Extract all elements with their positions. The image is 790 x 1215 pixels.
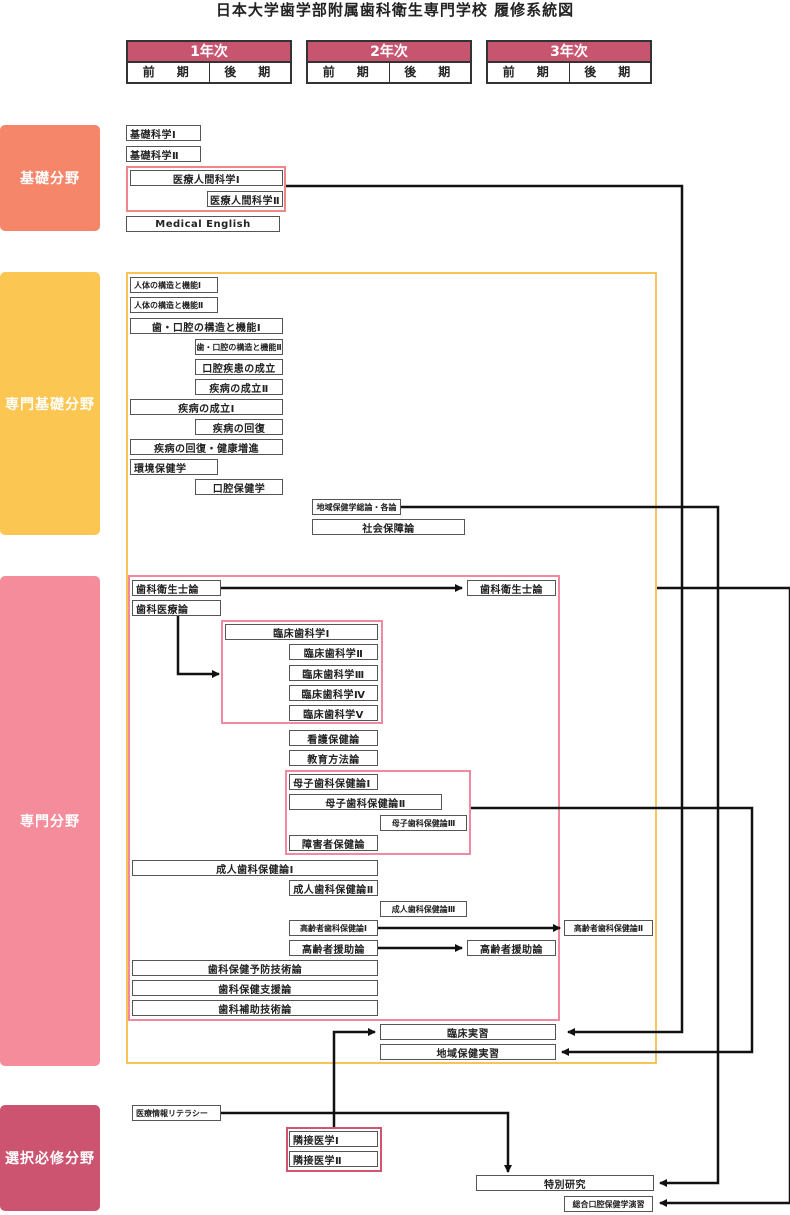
course-rinshou5: 臨床歯科学Ⅴ: [289, 705, 378, 721]
course-boshi3: 母子歯科保健論Ⅲ: [380, 815, 467, 831]
course-iryou2: 医療人間科学Ⅱ: [207, 191, 283, 207]
term-first: 前 期: [142, 65, 194, 79]
course-chiiki: 地域保健学総論・各論: [312, 499, 401, 515]
course-kaifuku: 疾病の回復: [195, 419, 283, 435]
course-kiso2: 基礎科学Ⅱ: [126, 146, 201, 162]
course-boshi2: 母子歯科保健論Ⅱ: [289, 794, 442, 810]
course-jintai2: 人体の構造と機能Ⅱ: [130, 297, 218, 313]
course-engo-2: 高齢者援助論: [467, 940, 556, 956]
category-basic: 基礎分野: [0, 125, 100, 231]
course-tokubetsu: 特別研究: [476, 1175, 654, 1191]
year-header-3: 3年次 前 期 後 期: [486, 40, 652, 84]
year-label: 1年次: [128, 42, 290, 63]
course-kourei1: 高齢者歯科保健論Ⅰ: [289, 920, 378, 936]
course-rinshoujisshuu: 臨床実習: [380, 1024, 556, 1040]
term-second: 後 期: [568, 63, 651, 82]
course-english: Medical English: [126, 216, 280, 232]
category-foundation: 専門基礎分野: [0, 272, 100, 535]
category-elective: 選択必修分野: [0, 1105, 100, 1211]
category-major: 専門分野: [0, 576, 100, 1066]
course-seijin3: 成人歯科保健論Ⅲ: [380, 901, 467, 917]
year-label: 3年次: [488, 42, 650, 63]
term-first: 前 期: [322, 65, 374, 79]
course-kyouiku: 教育方法論: [289, 750, 378, 766]
course-boshi1: 母子歯科保健論Ⅰ: [289, 774, 378, 790]
course-sougou: 総合口腔保健学演習: [564, 1196, 653, 1212]
course-engo-1: 高齢者援助論: [289, 940, 378, 956]
course-rinshou2: 臨床歯科学Ⅱ: [289, 644, 378, 660]
page-title: 日本大学歯学部附属歯科衛生専門学校 履修系統図: [215, 1, 575, 19]
course-ringo2: 隣接医学Ⅱ: [289, 1151, 378, 1167]
course-shippei2: 疾病の成立Ⅱ: [195, 379, 283, 395]
course-iryouron: 歯科医療論: [132, 600, 221, 616]
year-label: 2年次: [308, 42, 470, 63]
term-second: 後 期: [388, 63, 471, 82]
group-iryou: [126, 166, 286, 212]
course-rinshou4: 臨床歯科学Ⅳ: [289, 685, 378, 701]
course-seijin1: 成人歯科保健論Ⅰ: [132, 860, 378, 876]
course-rinshou1: 臨床歯科学Ⅰ: [225, 624, 378, 640]
course-kaifukukenkou: 疾病の回復・健康増進: [130, 439, 283, 455]
arrow-frame-to-sougou: [657, 586, 790, 1207]
term-first: 前 期: [502, 65, 554, 79]
course-kiso1: 基礎科学Ⅰ: [126, 125, 201, 141]
course-kourei2: 高齢者歯科保健論Ⅱ: [564, 920, 653, 936]
course-shikoukou2: 歯・口腔の構造と機能Ⅱ: [195, 339, 283, 355]
course-hojo: 歯科補助技術論: [132, 1000, 378, 1016]
course-shakai: 社会保障論: [312, 519, 465, 535]
course-shikoukou1: 歯・口腔の構造と機能Ⅰ: [130, 318, 283, 334]
course-jintai1: 人体の構造と機能Ⅰ: [130, 277, 218, 293]
course-eiseishi-1: 歯科衛生士論: [132, 580, 221, 596]
course-koukuushikkan: 口腔疾患の成立: [195, 359, 283, 375]
year-header-2: 2年次 前 期 後 期: [306, 40, 472, 84]
course-seijin2: 成人歯科保健論Ⅱ: [289, 880, 378, 896]
course-shippei1: 疾病の成立Ⅰ: [130, 399, 283, 415]
course-yobou: 歯科保健予防技術論: [132, 960, 378, 976]
course-literacy: 医療情報リテラシー: [132, 1105, 221, 1121]
course-ringo1: 隣接医学Ⅰ: [289, 1131, 378, 1147]
course-koukuuhoken: 口腔保健学: [195, 479, 283, 495]
course-shien: 歯科保健支援論: [132, 980, 378, 996]
course-shougai: 障害者保健論: [289, 835, 378, 851]
term-second: 後 期: [208, 63, 291, 82]
year-header-1: 1年次 前 期 後 期: [126, 40, 292, 84]
course-rinshou3: 臨床歯科学Ⅲ: [289, 665, 378, 681]
course-kankyou: 環境保健学: [130, 459, 218, 475]
course-chiikijisshuu: 地域保健実習: [380, 1044, 556, 1060]
course-iryou1: 医療人間科学Ⅰ: [130, 170, 283, 186]
course-eiseishi-2: 歯科衛生士論: [467, 580, 556, 596]
course-kango: 看護保健論: [289, 730, 378, 746]
